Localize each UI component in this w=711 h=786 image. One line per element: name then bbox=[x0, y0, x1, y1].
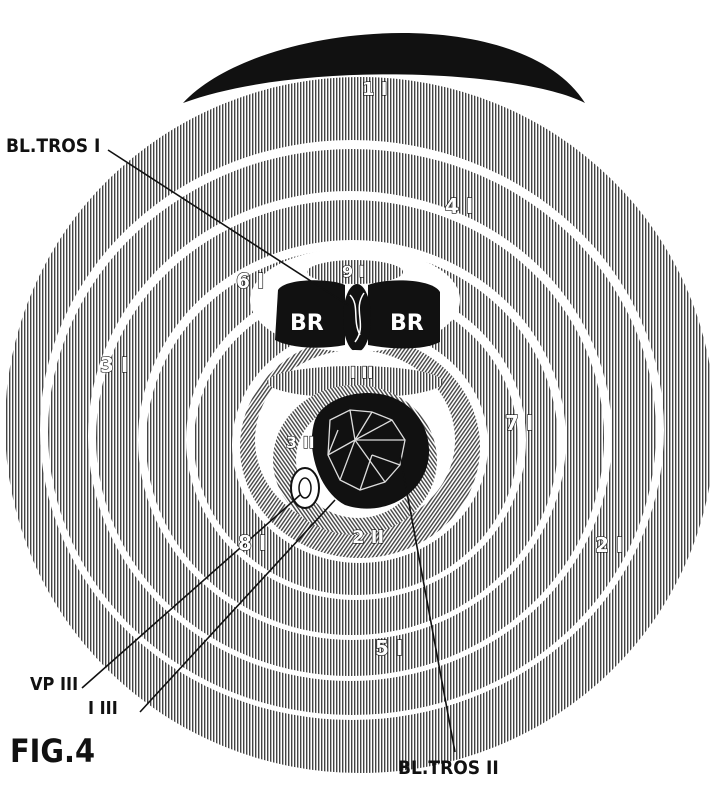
region-label-9-1: 9 I bbox=[342, 262, 365, 281]
region-label-8-1: 8 I bbox=[238, 531, 266, 555]
region-label-5-1: 5 I bbox=[375, 636, 403, 660]
region-label-6-1: 6 I bbox=[236, 269, 264, 293]
central-vessel bbox=[343, 284, 371, 352]
region-label-2-1: 2 I bbox=[595, 533, 623, 557]
region-label-br-right: BR bbox=[390, 311, 424, 336]
callout-bl-tros-2: BL.TROS II bbox=[398, 757, 499, 779]
region-label-2-2: 2 II bbox=[352, 527, 384, 548]
region-label-3-1: 3 I bbox=[100, 353, 128, 377]
region-label-br-left: BR bbox=[290, 311, 324, 336]
region-label-3-2: 3 II bbox=[286, 433, 315, 452]
region-label-4-1: 4 I bbox=[445, 194, 473, 218]
callout-vp-3: VP III bbox=[30, 674, 78, 695]
region-label-1-2: I II bbox=[350, 363, 373, 382]
region-label-1-1: 1 I bbox=[362, 79, 388, 100]
callout-i-3: I III bbox=[88, 698, 118, 719]
callout-bl-tros-1: BL.TROS I bbox=[6, 135, 100, 157]
figure-caption: FIG.4 bbox=[10, 732, 95, 770]
region-label-7-1: 7 I bbox=[505, 411, 533, 435]
